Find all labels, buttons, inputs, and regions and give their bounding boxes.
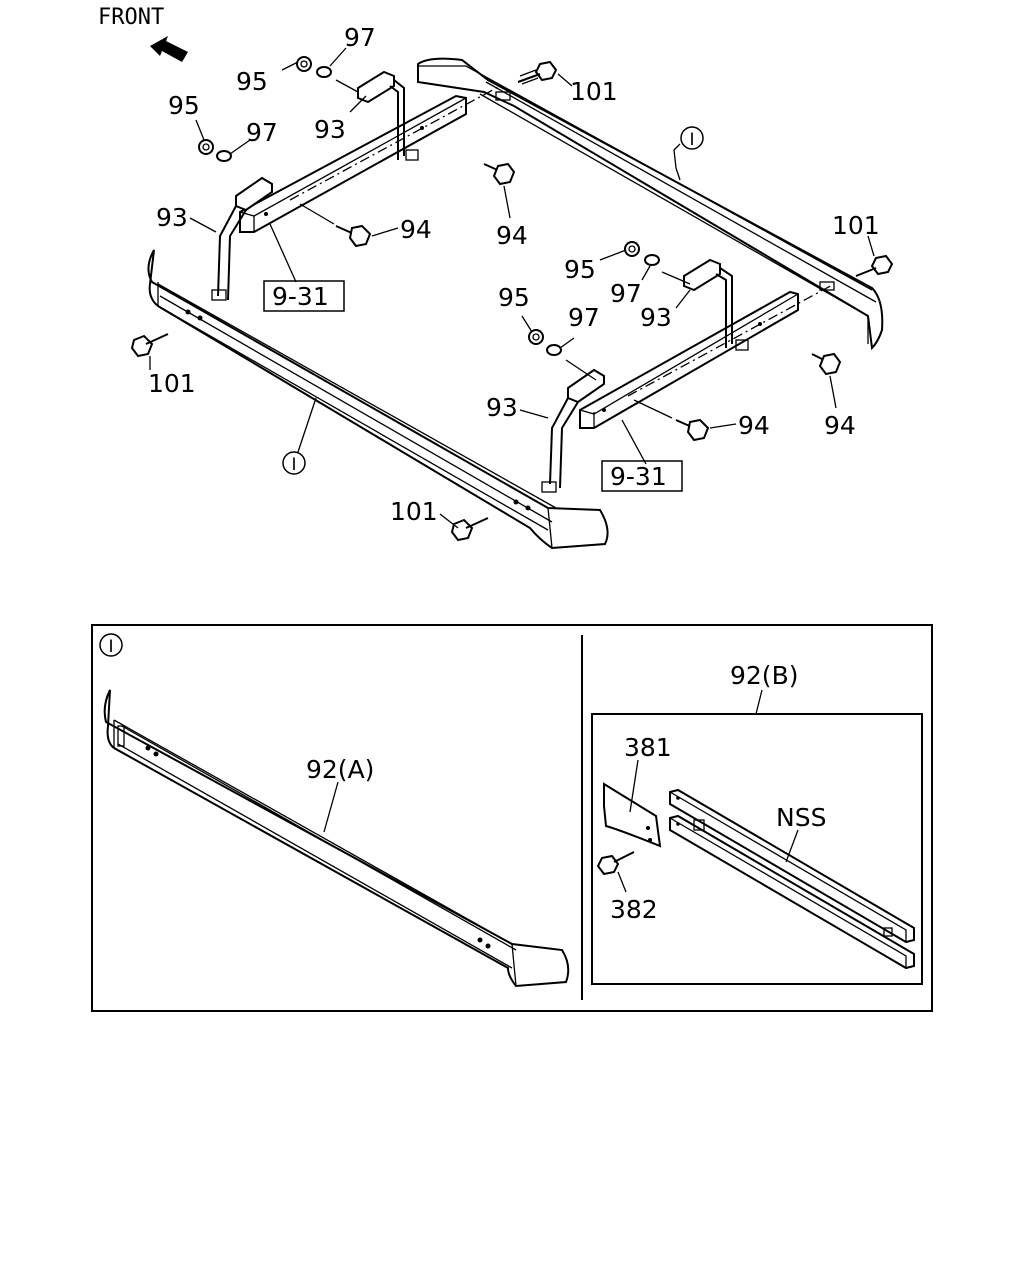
leader-nss xyxy=(785,829,799,863)
bracket-93-front-left xyxy=(211,176,273,301)
nut-95-d xyxy=(528,329,544,345)
callout-97-d: 97 xyxy=(568,303,600,332)
callout-94-b: 94 xyxy=(496,221,528,250)
leader-lines xyxy=(149,47,875,529)
callout-97-b: 97 xyxy=(246,118,278,147)
label-nss: NSS xyxy=(776,803,826,832)
callout-101-a: 101 xyxy=(570,77,618,106)
callout-9-31-b: 9-31 xyxy=(610,462,667,491)
label-92a: 92(A) xyxy=(306,755,374,784)
nut-95-c xyxy=(624,241,640,257)
cross-member-left xyxy=(239,85,501,233)
bolt-101-right xyxy=(855,254,894,277)
callout-93-a: 93 xyxy=(314,115,346,144)
callout-94-a: 94 xyxy=(400,215,432,244)
bolt-94-d xyxy=(811,352,842,376)
label-92b: 92(B) xyxy=(730,661,798,690)
front-arrow-icon xyxy=(150,36,188,62)
group-92b-box xyxy=(591,713,923,985)
label-381: 381 xyxy=(624,733,672,762)
rail-92a xyxy=(103,689,570,988)
detail-panel xyxy=(91,624,933,1012)
washer-97-c xyxy=(644,254,660,266)
ref-box-9-31-a xyxy=(263,280,345,312)
callout-93-b: 93 xyxy=(156,203,188,232)
callout-95-d: 95 xyxy=(498,283,530,312)
callout-101-d: 101 xyxy=(390,497,438,526)
nut-95-b xyxy=(198,139,214,155)
bracket-93-front-right xyxy=(541,368,605,493)
bolt-101-top xyxy=(517,60,558,85)
washer-97-b xyxy=(216,150,232,162)
bolt-94-b xyxy=(483,162,516,186)
bracket-93-rear-right xyxy=(683,258,749,351)
ref-box-9-31-b xyxy=(601,460,683,492)
callout-93-d: 93 xyxy=(486,393,518,422)
callout-94-d: 94 xyxy=(824,411,856,440)
bolt-101-left xyxy=(130,333,169,358)
side-rail-right xyxy=(417,57,884,351)
plate-381 xyxy=(603,782,662,848)
leader-92b xyxy=(755,689,763,715)
washer-97-a xyxy=(316,66,332,78)
bolt-94-a xyxy=(335,224,372,248)
label-382: 382 xyxy=(610,895,658,924)
bolt-94-c xyxy=(675,418,710,442)
side-rail-left xyxy=(147,249,609,550)
ref-circle-I-a xyxy=(282,451,306,475)
screw-382 xyxy=(596,851,635,876)
rail-nss xyxy=(669,788,915,970)
callout-95-c: 95 xyxy=(564,255,596,284)
callout-97-c: 97 xyxy=(610,279,642,308)
callout-I-b: I xyxy=(689,130,694,150)
callout-9-31-a: 9-31 xyxy=(272,282,329,311)
callout-93-c: 93 xyxy=(640,303,672,332)
front-label: FRONT xyxy=(98,5,164,30)
callout-95-a: 95 xyxy=(236,67,268,96)
leader-92a xyxy=(323,781,339,833)
callout-101-b: 101 xyxy=(148,369,196,398)
callout-I-a: I xyxy=(291,455,296,475)
cross-member-right xyxy=(579,283,835,429)
callout-94-c: 94 xyxy=(738,411,770,440)
ref-circle-I-b xyxy=(680,126,704,150)
callout-97-a: 97 xyxy=(344,23,376,52)
callout-95-b: 95 xyxy=(168,91,200,120)
callout-101-c: 101 xyxy=(832,211,880,240)
bolt-101-bottom xyxy=(450,517,489,542)
bracket-93-rear-left xyxy=(357,70,419,161)
detail-ref-circle xyxy=(99,633,123,657)
detail-ref-label: I xyxy=(108,637,113,657)
nut-95-a xyxy=(296,56,312,72)
leader-382 xyxy=(617,871,627,893)
leader-381 xyxy=(629,759,639,813)
washer-97-d xyxy=(546,344,562,356)
